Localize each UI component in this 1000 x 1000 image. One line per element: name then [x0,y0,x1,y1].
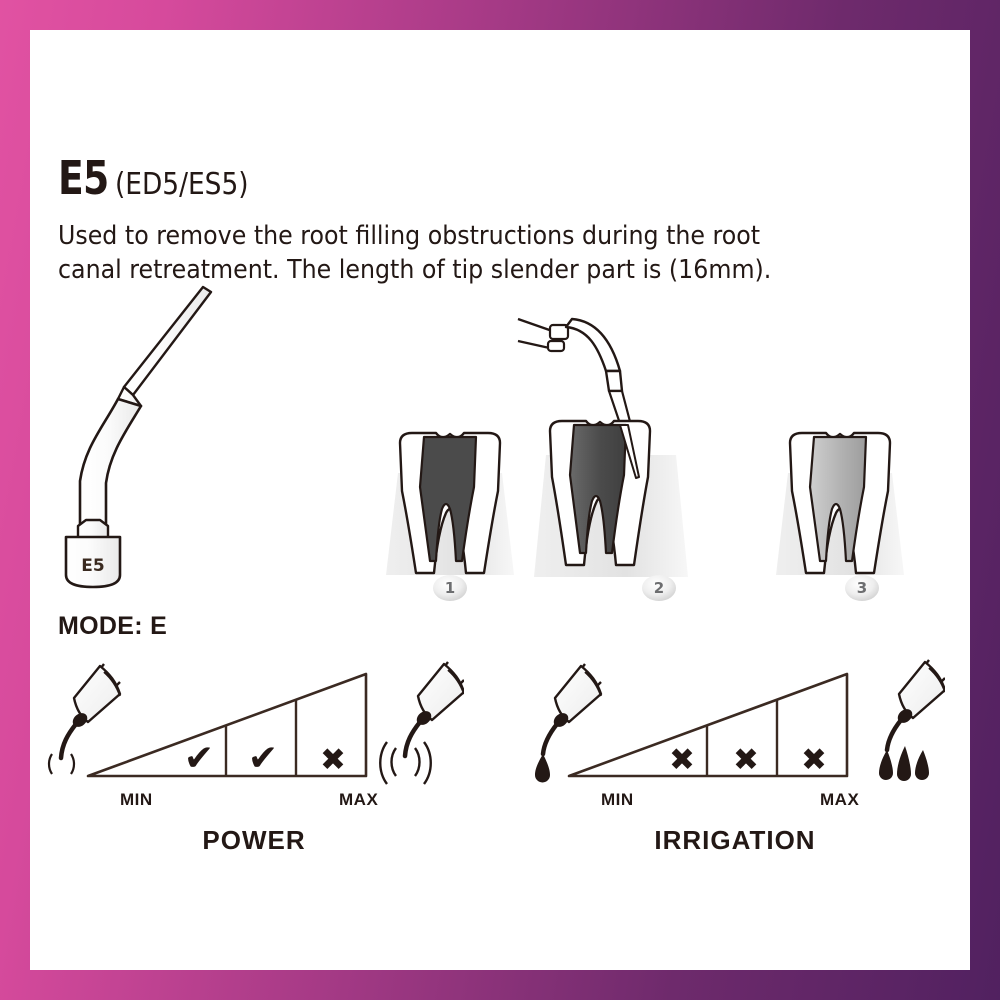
page-title: E5 (ED5/ES5) [58,155,267,201]
power-mark-2: ✔ [247,738,279,779]
product-code: E5 [58,151,109,205]
tip-base-label: E5 [81,556,104,576]
handpiece-triple-drop-icon [879,659,947,781]
power-max-label: MAX [339,790,379,809]
power-mark-3: ✖ [320,742,346,778]
scaler-tip-illustration: E5 [64,285,213,589]
power-scale: MIN MAX ✔ ✔ ✖ POWER [44,650,466,855]
step-badge-2: 2 [639,574,679,602]
badge-circle-icon [845,575,879,601]
step-badge-3: 3 [842,574,882,602]
handpiece-low-vibration-icon [47,663,122,775]
power-caption: POWER [202,825,306,855]
water-drop-icon [535,754,550,783]
irrigation-mark-1: ✖ [669,742,695,778]
handpiece-knuckle-lower [546,339,566,353]
tooth-2-canal [568,423,628,555]
irrigation-mark-3: ✖ [801,742,827,778]
tooth-1-filled-canal [418,435,478,563]
step-badge-3-number: 3 [856,579,868,597]
tooth-3-cleaned-canal [808,435,868,563]
handpiece-knuckle-upper [548,323,570,341]
step-1-tooth-diagram [386,431,514,575]
badge-circle-icon [642,575,676,601]
irrigation-mark-2: ✖ [733,742,759,778]
handpiece-single-drop-icon [535,663,603,783]
tip-collar-step2 [604,369,624,393]
card-canvas: E5 (ED5/ES5) Used to remove the root fil… [30,30,970,970]
tip-shank [78,397,143,529]
irrigation-scale: MIN MAX ✖ ✖ ✖ IRRIGATION [525,650,947,855]
power-mark-1: ✔ [183,738,215,779]
irrigation-caption: IRRIGATION [654,825,816,855]
tip-slender-part [122,285,213,397]
power-min-label: MIN [120,790,153,809]
product-description: Used to remove the root filling obstruct… [58,221,772,285]
irrigation-scale-graphic [535,659,947,783]
handpiece-shank [564,317,622,373]
tip-inside-canal [619,424,640,479]
step-badge-1-number: 1 [444,579,456,597]
irrigation-min-label: MIN [601,790,634,809]
product-variants: (ED5/ES5) [115,167,249,202]
step-badge-1: 1 [430,574,470,602]
handpiece-high-vibration-icon [379,661,466,785]
step-3-tooth-diagram [776,431,904,575]
step-2-tooth-with-tip [517,317,688,577]
mode-label: MODE: E [58,612,168,640]
badge-circle-icon [433,575,467,601]
tip-base [64,535,122,589]
step-badge-2-number: 2 [653,579,665,597]
irrigation-max-label: MAX [820,790,860,809]
power-scale-graphic [47,661,466,785]
